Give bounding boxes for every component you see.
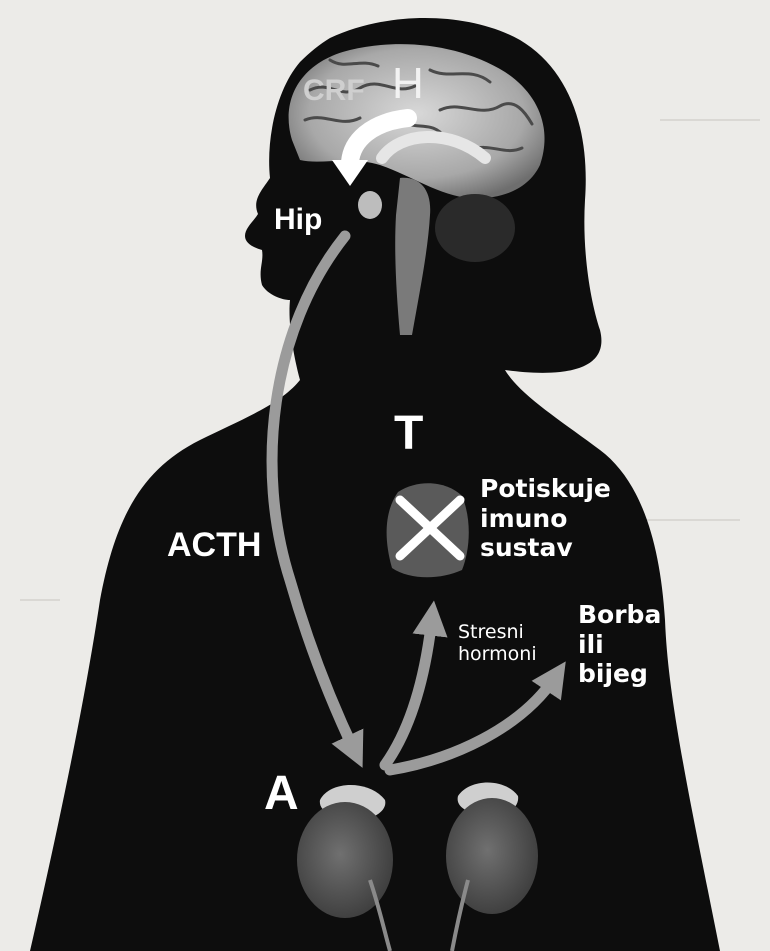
- label-thymus: T: [394, 410, 423, 458]
- label-adrenal: A: [264, 770, 299, 818]
- cerebellum: [435, 194, 515, 262]
- label-potiskuje-3: sustav: [480, 533, 611, 563]
- kidney-left: [297, 802, 393, 918]
- pituitary-gland: [358, 191, 382, 219]
- kidney-right: [446, 798, 538, 914]
- label-hypophysis: Hip: [274, 205, 322, 235]
- label-stresni-2: hormoni: [458, 643, 537, 665]
- label-crf: CRF: [303, 76, 365, 106]
- label-potiskuje-2: imuno: [480, 504, 611, 534]
- label-hypothalamus: H: [392, 62, 424, 106]
- label-fight-or-flight: Borba ili bijeg: [578, 600, 661, 689]
- thymus: [387, 483, 469, 577]
- label-borba-2: ili: [578, 630, 661, 660]
- label-borba-1: Borba: [578, 600, 661, 630]
- label-stress-hormones: Stresni hormoni: [458, 621, 537, 666]
- label-stresni-1: Stresni: [458, 621, 537, 643]
- label-acth: ACTH: [167, 528, 261, 562]
- label-borba-3: bijeg: [578, 659, 661, 689]
- label-suppresses-immune-system: Potiskuje imuno sustav: [480, 474, 611, 563]
- label-potiskuje-1: Potiskuje: [480, 474, 611, 504]
